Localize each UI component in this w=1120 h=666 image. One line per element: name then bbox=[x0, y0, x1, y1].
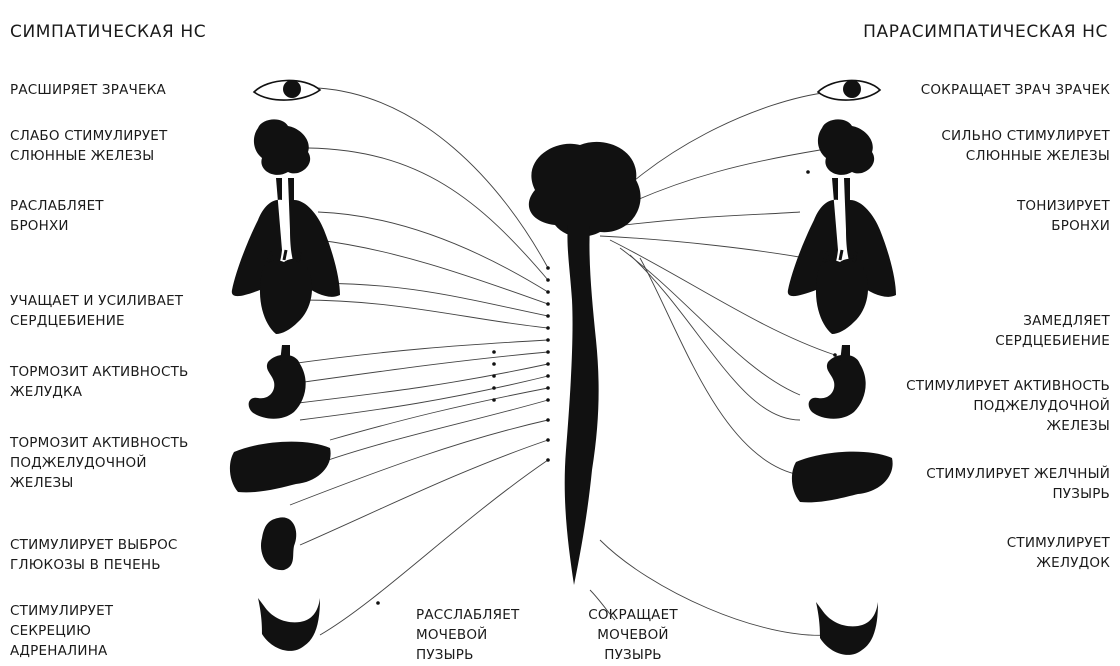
ganglion-dot bbox=[492, 350, 496, 354]
ganglion-dot bbox=[492, 374, 496, 378]
ganglion-dot bbox=[546, 438, 550, 442]
ganglion-dot bbox=[546, 398, 550, 402]
ganglion-dot bbox=[546, 418, 550, 422]
spinal-cord-shape bbox=[565, 225, 599, 585]
ganglion-dot bbox=[492, 398, 496, 402]
ganglia bbox=[376, 170, 837, 605]
nerve-line bbox=[318, 212, 548, 292]
nerve-line bbox=[300, 400, 548, 470]
ganglion-dot bbox=[806, 170, 810, 174]
cns bbox=[529, 142, 641, 585]
esophagus-icon bbox=[280, 345, 290, 362]
nerve-line bbox=[290, 364, 548, 404]
bladder-right-icon bbox=[816, 602, 878, 655]
brain-shape bbox=[529, 142, 641, 237]
bladder-left-icon bbox=[258, 598, 320, 651]
ganglion-dot bbox=[546, 374, 550, 378]
nerve-line bbox=[330, 388, 548, 440]
nerve-line bbox=[300, 300, 548, 328]
ganglion-dot bbox=[546, 314, 550, 318]
ganglion-dot bbox=[546, 362, 550, 366]
nerve-line bbox=[290, 340, 548, 364]
salivary-gland-icon bbox=[254, 119, 310, 174]
ganglion-dot bbox=[546, 302, 550, 306]
nerve-line bbox=[320, 460, 548, 635]
ganglion-dot bbox=[492, 362, 496, 366]
ganglion-dot bbox=[376, 601, 380, 605]
ganglion-dot bbox=[546, 326, 550, 330]
nerve-line bbox=[620, 248, 800, 395]
nerve-line bbox=[640, 258, 800, 475]
ganglion-dot bbox=[546, 338, 550, 342]
heart-icon bbox=[260, 259, 312, 334]
heart-icon-right bbox=[816, 259, 868, 334]
ganglion-dot bbox=[546, 290, 550, 294]
ganglion-dot bbox=[546, 458, 550, 462]
stomach-icon-right bbox=[809, 355, 866, 419]
nerve-line bbox=[630, 255, 800, 420]
left-organs bbox=[230, 80, 340, 651]
stomach-icon bbox=[249, 355, 306, 419]
liver-icon bbox=[230, 442, 331, 493]
nerve-line bbox=[590, 590, 615, 620]
ganglion-dot bbox=[546, 278, 550, 282]
ganglion-dot bbox=[546, 350, 550, 354]
right-organs bbox=[788, 80, 896, 655]
kidney-icon bbox=[261, 517, 296, 570]
liver-icon-right bbox=[792, 452, 893, 503]
ganglion-dot bbox=[546, 386, 550, 390]
nerve-line bbox=[600, 540, 830, 635]
eye-pupil-icon-right bbox=[843, 80, 861, 98]
ganglion-dot bbox=[492, 386, 496, 390]
eye-pupil-icon bbox=[283, 80, 301, 98]
esophagus-icon-right bbox=[840, 345, 850, 362]
nerve-line bbox=[600, 236, 805, 258]
nerve-line bbox=[290, 352, 548, 384]
ganglion-dot bbox=[546, 266, 550, 270]
salivary-gland-icon-right bbox=[818, 119, 874, 174]
